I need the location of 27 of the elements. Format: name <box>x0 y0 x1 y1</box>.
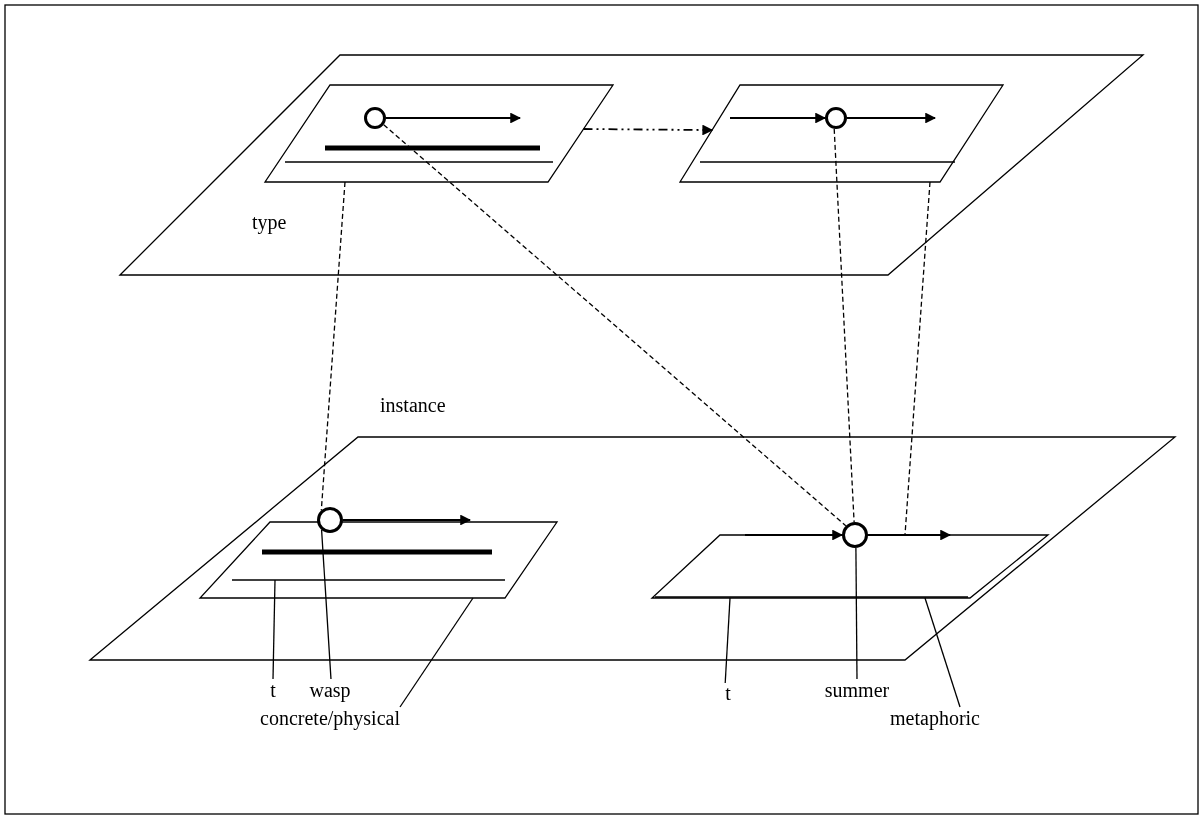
dashed-line <box>833 128 855 523</box>
leader-label: wasp <box>309 679 351 701</box>
plane <box>120 55 1143 275</box>
arrow <box>385 112 522 124</box>
dashed-line <box>904 181 931 536</box>
plane <box>680 85 1003 182</box>
arrow <box>846 112 937 124</box>
leader-line <box>924 597 961 708</box>
leader-line <box>272 579 276 680</box>
leader-label: t <box>725 682 731 704</box>
leader-label: concrete/physical <box>260 707 400 729</box>
dashed-line <box>383 124 847 527</box>
leader-line <box>855 547 858 680</box>
leader-line <box>724 597 731 684</box>
leader-label: metaphoric <box>890 707 980 729</box>
plane-label: type <box>252 211 287 233</box>
plane-label: instance <box>380 394 446 416</box>
leader-line <box>399 597 474 708</box>
leader-line <box>320 529 332 680</box>
arrow <box>867 529 952 541</box>
leader-label: summer <box>824 679 890 701</box>
arrow <box>342 514 472 526</box>
arrow <box>729 112 827 124</box>
arrow <box>582 124 714 136</box>
arrow <box>744 529 844 541</box>
leader-label: t <box>270 679 276 701</box>
plane <box>265 85 613 182</box>
